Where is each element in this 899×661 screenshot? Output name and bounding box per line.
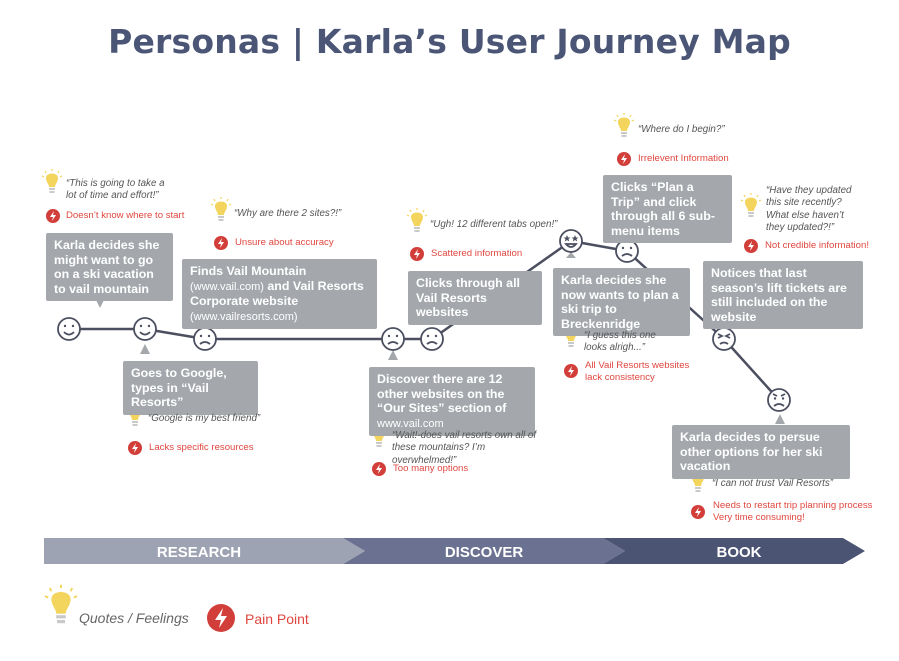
lightning-bolt-icon — [564, 364, 578, 378]
lightning-bolt-icon — [46, 209, 60, 223]
uneasy-face-icon — [420, 327, 444, 351]
uneasy-face-icon — [615, 239, 639, 263]
phase-label: BOOK — [717, 544, 762, 561]
happy-face-icon — [57, 317, 81, 341]
lightbulb-icon — [41, 168, 63, 194]
step-box: Karla decides to persue other options fo… — [672, 425, 850, 479]
angry-face-icon — [767, 388, 791, 412]
uneasy-face-icon — [381, 327, 405, 351]
step-box: Clicks through all Vail Resorts websites — [408, 271, 542, 325]
uneasy-face-icon — [193, 327, 217, 351]
pain-point-text: All Vail Resorts websites lack consisten… — [585, 360, 690, 384]
quote-text: “I can not trust Vail Resorts” — [712, 478, 834, 489]
pain-point-text: Unsure about accuracy — [235, 237, 334, 248]
step-box: Notices that last season’s lift tickets … — [703, 261, 863, 329]
step-box: Karla decides she might want to go on a … — [46, 233, 173, 301]
step-box: Clicks “Plan a Trip” and click through a… — [603, 175, 732, 243]
frustrated-face-icon — [712, 327, 736, 351]
lightbulb-icon — [740, 192, 762, 218]
step-box: Goes to Google, types in “Vail Resorts” — [123, 361, 258, 415]
quote-text: “This is going to take a lot of time and… — [66, 178, 165, 202]
lightning-bolt-icon — [410, 247, 424, 261]
step-box: Discover there are 12 other websites on … — [369, 367, 535, 436]
lightbulb-icon — [210, 196, 232, 222]
pain-point-text: Not credible information! — [765, 240, 869, 251]
starstruck-face-icon — [559, 229, 583, 253]
quote-text: “Where do I begin?” — [638, 124, 725, 135]
phase-discover — [343, 538, 625, 564]
phase-book — [603, 538, 865, 564]
pain-point-text: Needs to restart trip planning process V… — [713, 500, 873, 524]
pain-point-text: Scattered information — [431, 248, 523, 259]
phase-bar: RESEARCH DISCOVER BOOK — [44, 538, 865, 564]
lightning-bolt-icon — [128, 441, 142, 455]
pain-point-text: Doesn’t know where to start — [66, 210, 185, 221]
legend-lightning-bolt-icon — [207, 604, 235, 632]
phase-research — [44, 538, 365, 564]
phase-label: RESEARCH — [157, 544, 241, 561]
step-box: Karla decides she now wants to plan a sk… — [553, 268, 690, 336]
lightning-bolt-icon — [372, 462, 386, 476]
legend-quotes-label: Quotes / Feelings — [79, 610, 189, 626]
quote-text: “I guess this one looks alrigh...” — [584, 330, 656, 354]
page-title: Personas | Karla’s User Journey Map — [108, 22, 791, 61]
emotion-faces — [57, 229, 791, 412]
lightning-bolt-icon — [744, 239, 758, 253]
legend-pain-label: Pain Point — [245, 611, 309, 627]
phase-label: DISCOVER — [445, 544, 524, 561]
quote-text: “Google is my best friend” — [148, 413, 261, 424]
lightning-bolt-icon — [214, 236, 228, 250]
lightbulb-icon — [613, 112, 635, 138]
pain-point-text: Irrelevent Information — [638, 153, 729, 164]
pain-point-text: Too many options — [393, 463, 469, 474]
pain-point-text: Lacks specific resources — [149, 442, 254, 453]
lightning-bolt-icon — [691, 505, 705, 519]
legend-lightbulb-icon — [44, 583, 78, 625]
step-box: Finds Vail Mountain (www.vail.com) and V… — [182, 259, 377, 329]
quote-text: “Ugh! 12 different tabs open!” — [430, 219, 558, 230]
happy-face-icon — [133, 317, 157, 341]
lightbulb-icon — [406, 207, 428, 233]
quote-text: “Wait!-does vail resorts own all of thes… — [392, 430, 537, 466]
quote-text: “Have they updated this site recently? W… — [766, 185, 852, 234]
quote-text: “Why are there 2 sites?!” — [234, 208, 342, 219]
lightning-bolt-icon — [617, 152, 631, 166]
